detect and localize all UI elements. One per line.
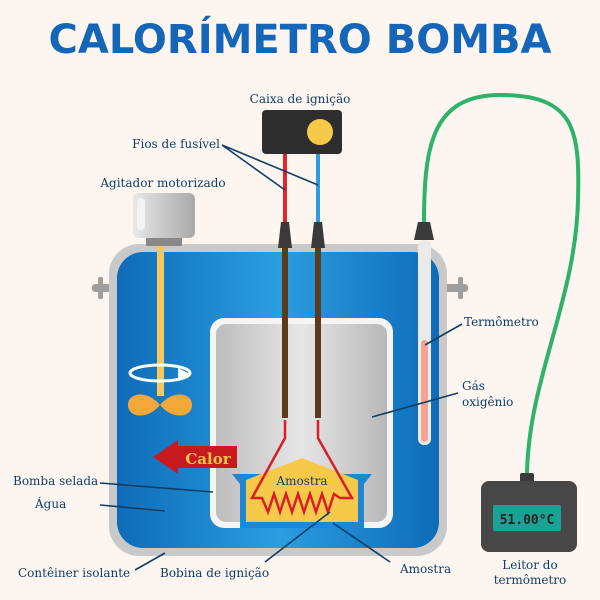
label-sealed-bomb: Bomba selada xyxy=(13,474,98,488)
label-reader-2: termômetro xyxy=(494,573,567,587)
label-container: Contêiner isolante xyxy=(18,566,130,580)
reader-value: 51.00°C xyxy=(500,513,555,528)
ignition-coil xyxy=(249,420,355,516)
label-oxygen-1: Gás xyxy=(462,379,485,393)
thermometer-cable xyxy=(422,92,581,476)
oxygen-gas xyxy=(216,324,387,522)
label-ignition-box: Caixa de ignição xyxy=(250,92,351,106)
electrode-right xyxy=(315,248,321,418)
reader-screen xyxy=(493,505,561,531)
page-title: CALORÍMETRO BOMBA xyxy=(49,15,552,63)
label-water: Água xyxy=(34,496,66,511)
pointer-fuse-wires xyxy=(221,144,319,191)
sample-inner-label: Amostra xyxy=(275,474,327,488)
electrode-left xyxy=(282,248,288,418)
rotation-arrow-icon xyxy=(128,363,192,383)
stirrer-propeller xyxy=(128,394,192,416)
stirrer-shaft xyxy=(157,246,164,396)
label-sample: Amostra xyxy=(399,562,451,576)
label-fuse-wires: Fios de fusível xyxy=(132,137,220,151)
motorized-stirrer xyxy=(133,193,195,238)
label-ignition-coil: Bobina de ignição xyxy=(160,566,269,580)
heat-arrow-icon xyxy=(153,440,237,474)
label-reader-1: Leitor do xyxy=(502,558,557,572)
ignition-button[interactable] xyxy=(307,119,333,145)
label-thermometer: Termômetro xyxy=(464,315,539,329)
label-stirrer: Agitador motorizado xyxy=(99,176,225,190)
label-oxygen-2: oxigênio xyxy=(462,395,513,409)
heat-label: Calor xyxy=(185,450,231,468)
